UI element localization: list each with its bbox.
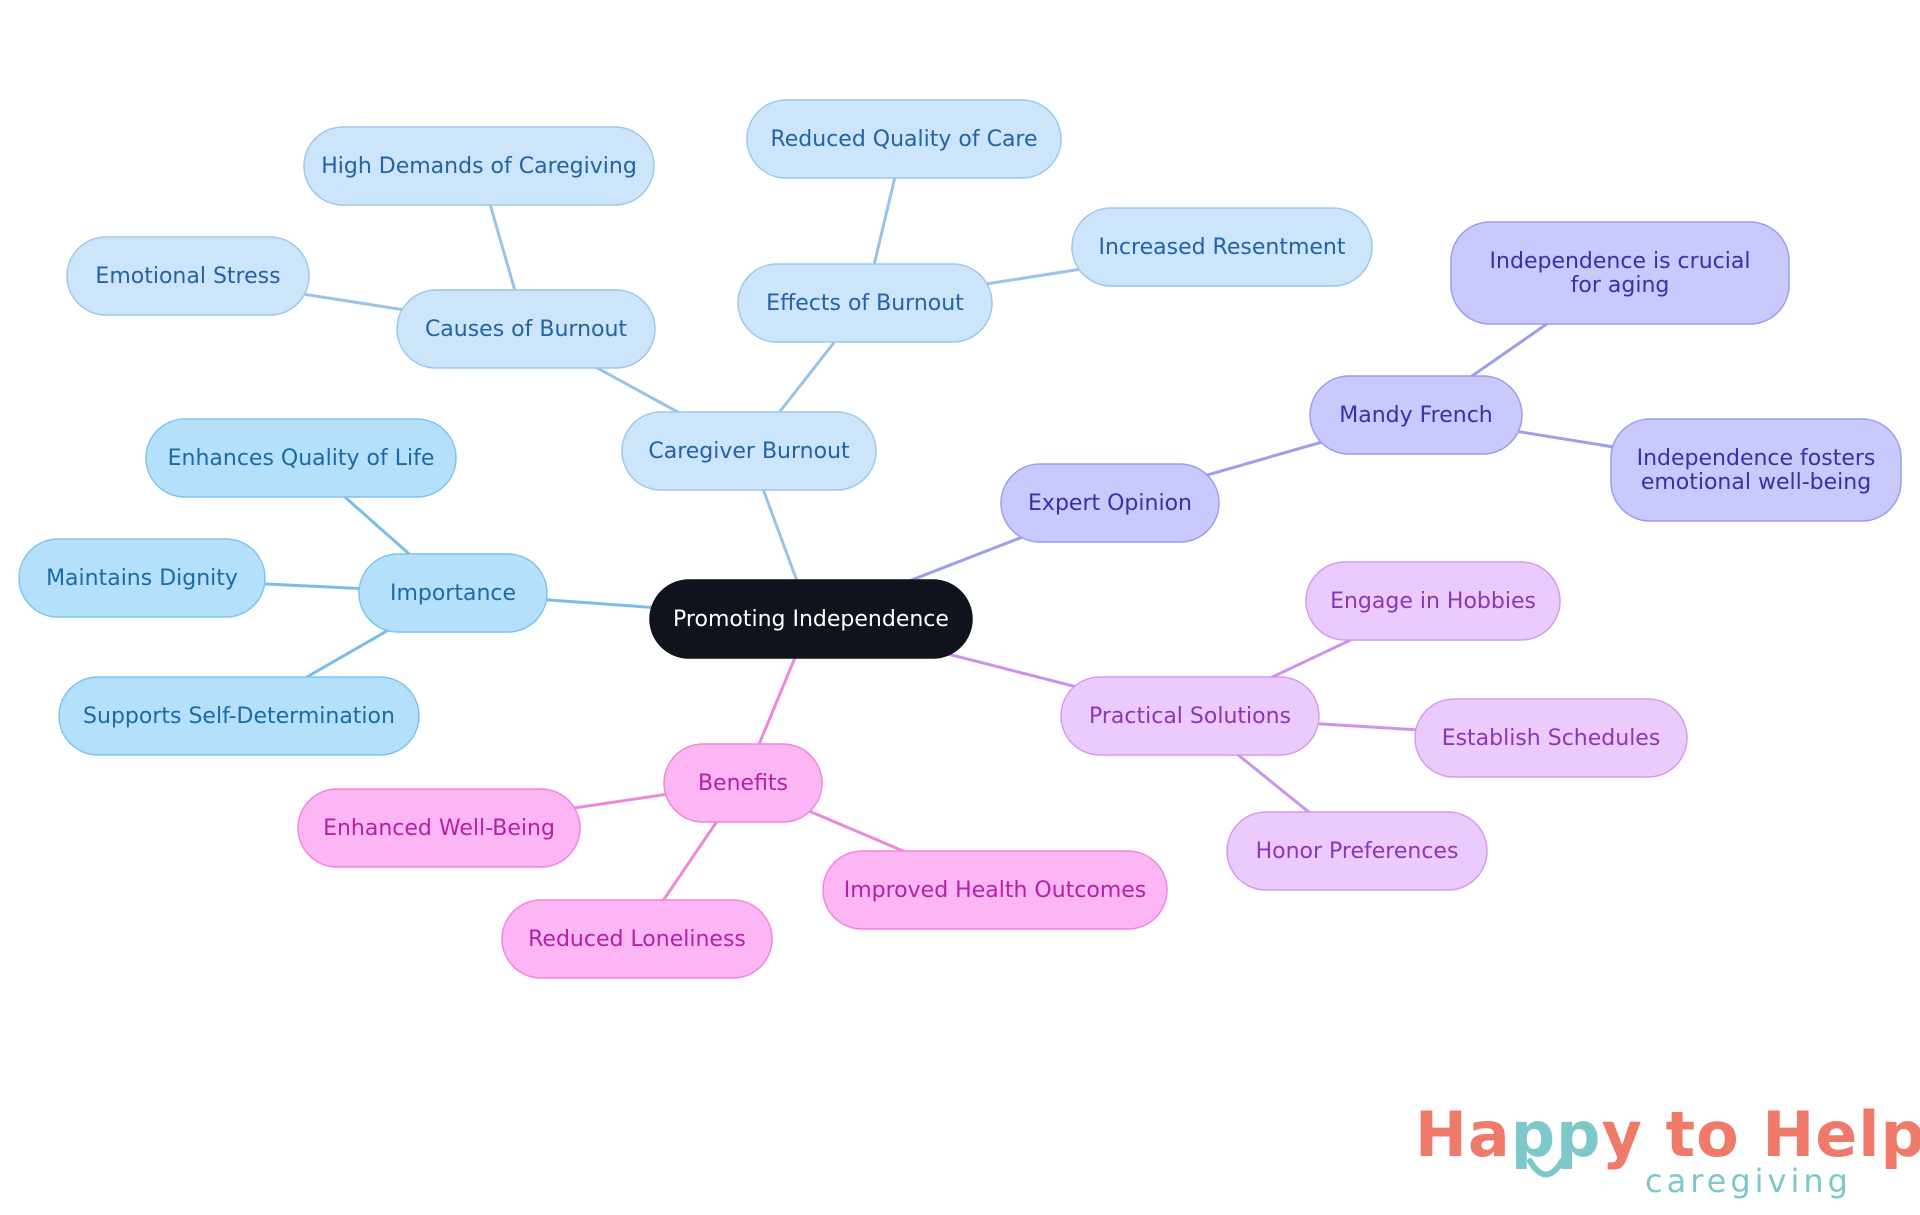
node-increased-resentment: Increased Resentment	[1071, 207, 1373, 287]
node-shape	[145, 418, 457, 498]
node-mandy-french: Mandy French	[1309, 375, 1523, 455]
node-shape	[1226, 811, 1488, 891]
node-label: Reduced Quality of Care	[770, 127, 1037, 152]
node-honor-preferences: Honor Preferences	[1226, 811, 1488, 891]
node-shape	[649, 579, 973, 659]
node-shape	[1060, 676, 1320, 756]
node-shape	[501, 899, 773, 979]
node-self-determination: Supports Self-Determination	[58, 676, 420, 756]
node-label: Benefits	[698, 771, 788, 796]
node-shape	[1309, 375, 1523, 455]
node-label: Expert Opinion	[1028, 491, 1192, 516]
logo-text-part-1: Ha	[1415, 1098, 1511, 1171]
node-shape	[1450, 221, 1790, 325]
logo-wordmark: Happy to Help	[1415, 1100, 1920, 1170]
node-label: Reduced Loneliness	[528, 927, 746, 952]
node-expert-opinion: Expert Opinion	[1000, 463, 1220, 543]
node-shape	[1071, 207, 1373, 287]
node-label: Honor Preferences	[1256, 839, 1459, 864]
node-label: Increased Resentment	[1099, 235, 1346, 260]
smile-icon	[1527, 1158, 1565, 1178]
node-shape	[663, 743, 823, 823]
node-label: Promoting Independence	[673, 607, 949, 632]
logo-subtitle: caregiving	[1645, 1162, 1852, 1200]
node-label: Effects of Burnout	[766, 291, 964, 316]
node-engage-hobbies: Engage in Hobbies	[1305, 561, 1561, 641]
node-label: High Demands of Caregiving	[321, 154, 637, 179]
node-shape	[1414, 698, 1688, 778]
node-importance: Importance	[358, 553, 548, 633]
node-label: Emotional Stress	[95, 264, 280, 289]
node-label: Supports Self-Determination	[83, 704, 395, 729]
node-label: Caregiver Burnout	[648, 439, 850, 464]
node-effects-burnout: Effects of Burnout	[737, 263, 993, 343]
node-label: Causes of Burnout	[425, 317, 627, 342]
node-label: Maintains Dignity	[46, 566, 238, 591]
node-label: Improved Health Outcomes	[844, 878, 1147, 903]
node-enhanced-wellbeing: Enhanced Well-Being	[297, 788, 581, 868]
node-shape	[746, 99, 1062, 179]
node-caregiver-burnout: Caregiver Burnout	[621, 411, 877, 491]
node-label: Establish Schedules	[1442, 726, 1661, 751]
node-label: Enhances Quality of Life	[168, 446, 435, 471]
node-establish-schedules: Establish Schedules	[1414, 698, 1688, 778]
node-shape	[18, 538, 266, 618]
node-shape	[66, 236, 310, 316]
node-root: Promoting Independence	[649, 579, 973, 659]
node-practical-solutions: Practical Solutions	[1060, 676, 1320, 756]
node-shape	[1305, 561, 1561, 641]
node-label: Engage in Hobbies	[1330, 589, 1536, 614]
company-logo: Happy to Help caregiving	[1415, 1100, 1920, 1201]
node-shape	[822, 850, 1168, 930]
node-reduced-quality-care: Reduced Quality of Care	[746, 99, 1062, 179]
node-shape	[621, 411, 877, 491]
node-shape	[396, 289, 656, 369]
node-shape	[1610, 418, 1902, 522]
node-shape	[303, 126, 655, 206]
node-label: Importance	[390, 581, 516, 606]
node-shape	[358, 553, 548, 633]
node-shape	[58, 676, 420, 756]
node-high-demands: High Demands of Caregiving	[303, 126, 655, 206]
node-enhances-quality: Enhances Quality of Life	[145, 418, 457, 498]
node-label: Practical Solutions	[1089, 704, 1291, 729]
logo-text-part-3: y to Help	[1601, 1098, 1920, 1171]
node-shape	[737, 263, 993, 343]
node-reduced-loneliness: Reduced Loneliness	[501, 899, 773, 979]
node-maintains-dignity: Maintains Dignity	[18, 538, 266, 618]
node-layer: Promoting Independence Importance Enhances…	[18, 99, 1902, 979]
node-causes-burnout: Causes of Burnout	[396, 289, 656, 369]
node-label: Enhanced Well-Being	[323, 816, 555, 841]
node-emotional-stress: Emotional Stress	[66, 236, 310, 316]
node-benefits: Benefits	[663, 743, 823, 823]
node-improved-health: Improved Health Outcomes	[822, 850, 1168, 930]
logo-text-part-2: pp	[1510, 1098, 1602, 1171]
node-shape	[1000, 463, 1220, 543]
node-label: Mandy French	[1339, 403, 1493, 428]
node-shape	[297, 788, 581, 868]
